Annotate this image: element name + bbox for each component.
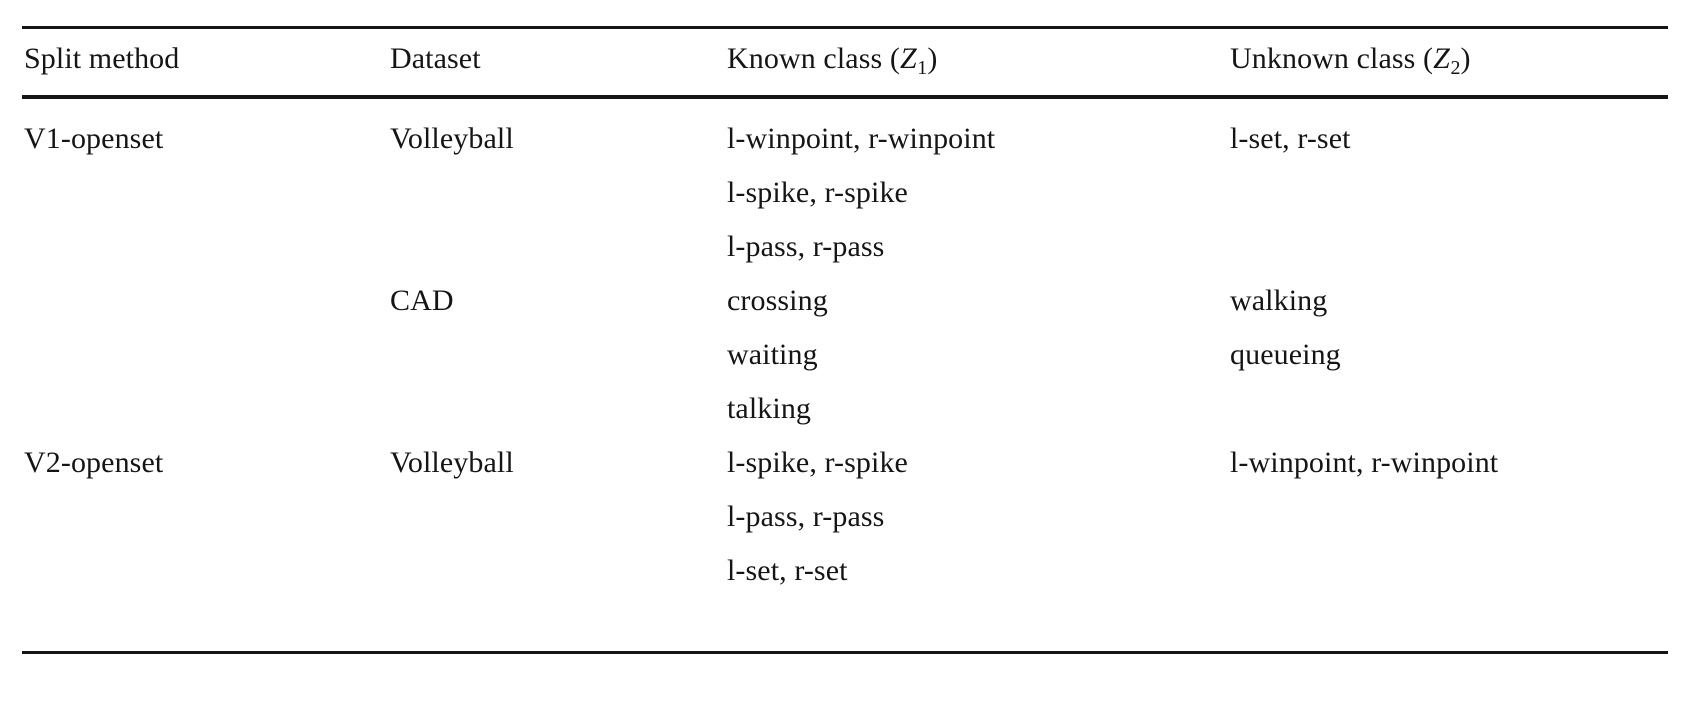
known-class-subscript: 1: [917, 56, 928, 79]
table-rule-bottom: [22, 651, 1668, 654]
table-rule-header: [22, 95, 1668, 99]
known-class-item: l-winpoint, r-winpoint: [727, 122, 996, 155]
column-header-unknown-class: Unknown class (Z2): [1230, 44, 1471, 83]
table-rule-top: [22, 26, 1668, 29]
known-class-item: l-spike, r-spike: [727, 176, 908, 209]
column-header-split-method: Split method: [24, 42, 180, 75]
split-method-value: V2-openset: [24, 446, 164, 479]
unknown-class-subscript: 2: [1450, 56, 1461, 79]
known-class-label-prefix: Known class (: [727, 42, 900, 75]
known-class-item: l-set, r-set: [727, 554, 848, 587]
known-class-item: l-pass, r-pass: [727, 230, 885, 263]
column-header-known-class: Known class (Z1): [727, 44, 937, 83]
dataset-value: CAD: [390, 284, 454, 317]
unknown-class-label-suffix: ): [1460, 42, 1471, 75]
split-method-value: V1-openset: [24, 122, 164, 155]
known-class-symbol: Z: [899, 42, 917, 75]
known-class-item: l-spike, r-spike: [727, 446, 908, 479]
known-class-item: l-pass, r-pass: [727, 500, 885, 533]
unknown-class-item: l-winpoint, r-winpoint: [1230, 446, 1499, 479]
known-class-item: crossing: [727, 284, 828, 317]
column-header-dataset: Dataset: [390, 42, 481, 75]
unknown-class-label-prefix: Unknown class (: [1230, 42, 1434, 75]
dataset-value: Volleyball: [390, 122, 514, 155]
known-class-label-suffix: ): [927, 42, 938, 75]
unknown-class-item: l-set, r-set: [1230, 122, 1351, 155]
unknown-class-item: walking: [1230, 284, 1328, 317]
unknown-class-symbol: Z: [1433, 42, 1450, 75]
unknown-class-item: queueing: [1230, 338, 1341, 371]
known-class-item: waiting: [727, 338, 818, 371]
known-class-item: talking: [727, 392, 812, 425]
dataset-value: Volleyball: [390, 446, 514, 479]
openset-split-table: Split method Dataset Known class (Z1) Un…: [22, 0, 1668, 703]
